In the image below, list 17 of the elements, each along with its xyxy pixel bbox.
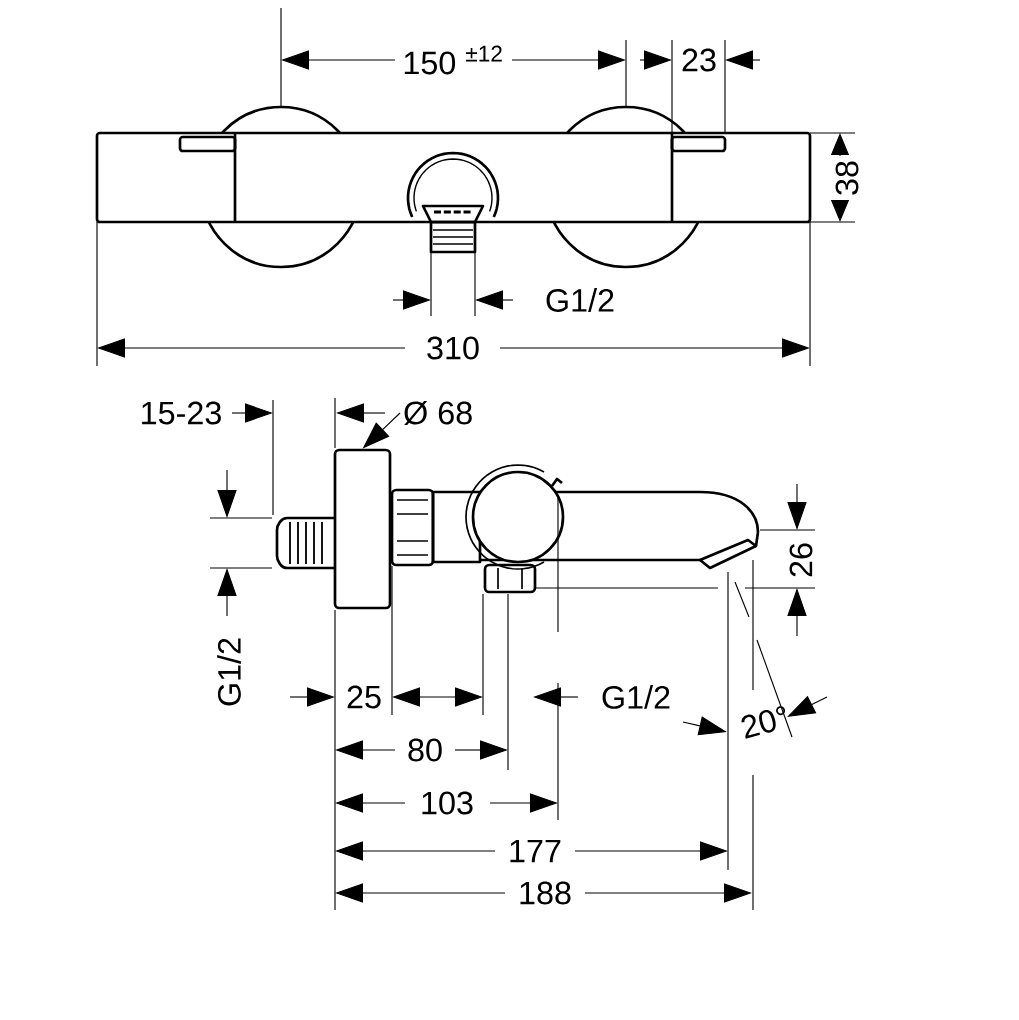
dimension-label: 15-23 xyxy=(142,401,221,425)
wall-flange xyxy=(333,448,392,610)
dimension-label: 23 xyxy=(682,48,716,72)
dimension-label: 26 xyxy=(789,543,813,577)
dimension-label: G1/2 xyxy=(602,685,670,709)
dimension-label: 25 xyxy=(347,685,381,709)
dimension-label: 177 xyxy=(510,839,561,863)
dimension-label: 38 xyxy=(835,161,859,195)
dimension-label: 188 xyxy=(520,881,571,905)
dimension-label: 310 xyxy=(427,336,479,360)
dimension-label: G1/2 xyxy=(546,288,614,312)
dimension-label: Ø 68 xyxy=(404,401,472,425)
dimension-label: G1/2 xyxy=(217,638,241,706)
dimension-label: 150 $^{±12}$ xyxy=(404,45,502,75)
dimension-label: 103 xyxy=(422,791,473,815)
dimension-label: 80 xyxy=(408,738,442,762)
dimension-label: 20° xyxy=(741,706,786,739)
